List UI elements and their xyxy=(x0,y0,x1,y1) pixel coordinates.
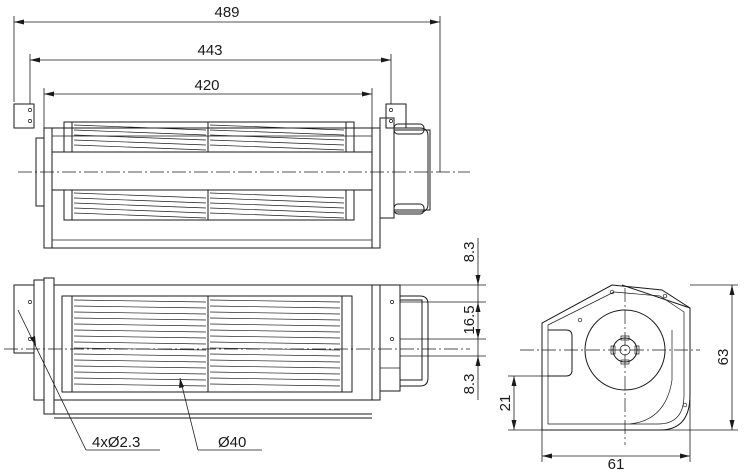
dim-side-width-label: 61 xyxy=(608,456,625,473)
dim-420-label: 420 xyxy=(194,77,219,94)
dim-bottom-offset-label: 8.3 xyxy=(461,374,478,395)
dim-420 xyxy=(43,88,373,128)
dim-outlet-label: 21 xyxy=(497,395,514,412)
dim-side-height xyxy=(660,284,738,431)
dim-outlet xyxy=(508,375,548,431)
dim-hole-spacing-label: 16.5 xyxy=(461,305,478,334)
dim-top-offset-label: 8.3 xyxy=(461,242,478,263)
top-view xyxy=(13,103,470,249)
front-view xyxy=(4,277,470,419)
dim-side-height-label: 63 xyxy=(715,349,732,366)
dim-vertical-stack xyxy=(400,238,486,400)
holes-callout-label: 4xØ2.3 xyxy=(92,434,140,451)
dim-489 xyxy=(13,16,441,172)
dim-443-label: 443 xyxy=(197,42,222,59)
dim-489-label: 489 xyxy=(214,4,239,21)
side-view xyxy=(520,284,700,445)
diameter-leader xyxy=(179,377,262,451)
dim-443 xyxy=(29,54,392,104)
holes-leader xyxy=(17,309,160,451)
impeller-diameter-label: Ø40 xyxy=(218,434,246,451)
dim-side-width xyxy=(541,400,691,462)
